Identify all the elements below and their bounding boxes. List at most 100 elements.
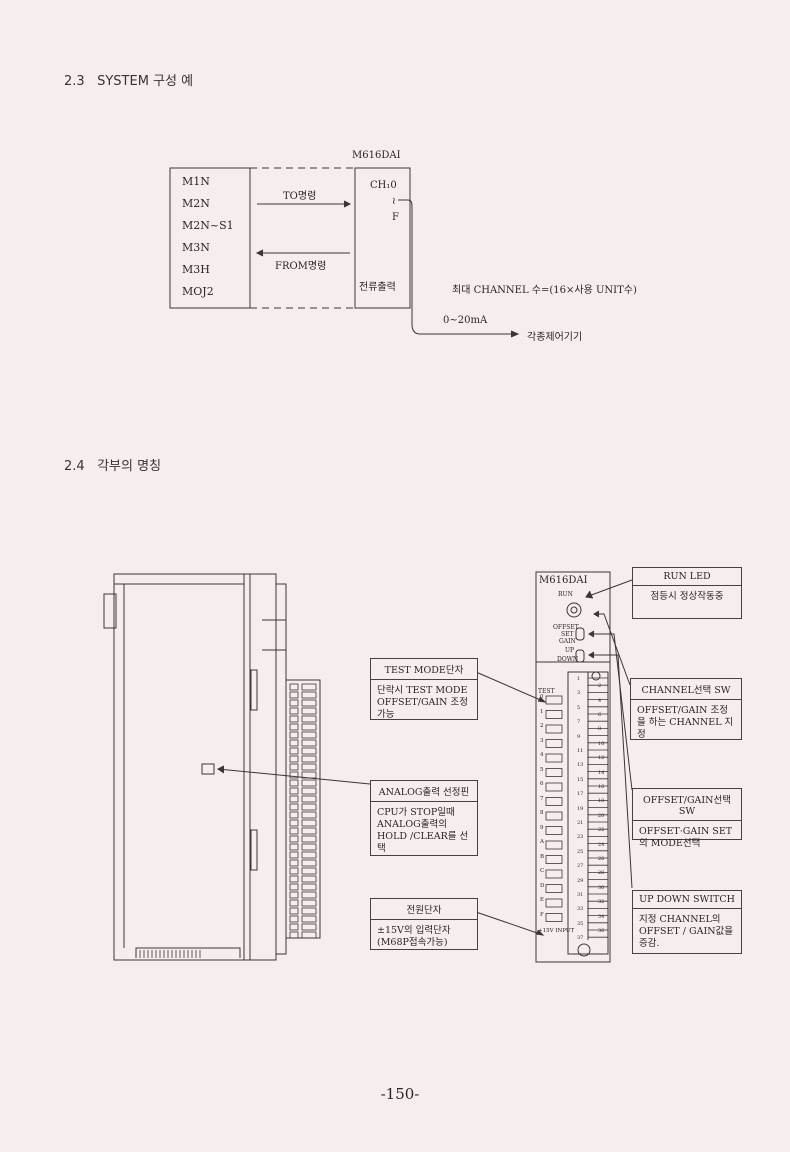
terminal-number: 28 [598,870,605,877]
channel-switch [545,840,563,850]
terminal-slot [301,779,317,787]
terminal-slot [301,819,317,827]
terminal-slot [301,883,317,891]
terminal-screw [289,907,299,915]
terminal-screw [289,787,299,795]
terminal-number: 11 [577,748,584,754]
channel-number: 2 [540,723,544,729]
terminal-slot [301,731,317,739]
page-number: -150- [380,1085,420,1103]
terminal-slot [301,811,317,819]
channel-number: 1 [540,708,544,715]
callout-title: ANALOG출력 선정핀 [371,781,477,802]
callout-body: OFFSET/GAIN 조정을 하는 CHANNEL 지정 [637,705,734,740]
terminal-number: 13 [577,762,584,769]
section-title: 각부의 명칭 [97,459,162,474]
terminal-number: 35 [577,920,584,927]
terminal-screw [289,835,299,843]
terminal-slot [301,915,317,923]
run-text: RUN [558,591,573,598]
channel-number: 6 [540,781,544,787]
callout-body: OFFSET·GAIN SET의 MODE선택 [639,826,733,849]
channel-number: 7 [540,795,544,802]
terminal-screw [289,803,299,811]
cpu-list: M1N M2N M2N~S1 M3N M3H MOJ2 [182,171,234,303]
side-body [113,573,245,961]
terminal-number: 1 [577,676,581,682]
callout-title: UP DOWN SWITCH [633,891,741,909]
channel-switch [545,797,563,806]
terminal-slot [301,715,317,723]
section-heading-2-4: 2.4 각부의 명칭 [64,455,161,474]
terminal-number: 36 [598,928,605,934]
to-command-label: TO명령 [283,191,317,202]
terminal-screw [289,747,299,755]
run-led-ring [566,602,582,618]
terminal-number: 19 [577,805,584,812]
channel-switch [545,869,563,879]
terminal-slot [301,683,317,691]
terminal-screw [289,763,299,771]
callout-test-mode: TEST MODE단자 단락시 TEST MODE OFFSET/GAIN 조정… [370,658,478,720]
terminal-slot [301,755,317,763]
callout-title: TEST MODE단자 [371,659,477,680]
channel-switch [545,695,563,705]
terminal-screw [289,691,299,699]
terminal-number: 2 [598,683,602,690]
terminal-screw [289,883,299,891]
terminal-number: 31 [577,892,584,898]
terminal-screw [289,923,299,931]
terminal-number: 26 [598,856,605,862]
channel-switch [545,753,563,763]
terminal-slot [301,867,317,875]
section-heading-2-3: 2.3 SYSTEM 구성 예 [64,70,193,89]
module-name: M616DAI [352,150,401,161]
terminal-screw [289,875,299,883]
channel-switch [545,710,563,719]
channel-switch [545,884,563,893]
channel-number: 3 [540,737,544,744]
callout-title: 전원단자 [371,899,477,920]
terminal-slot [301,899,317,907]
terminal-slot [301,803,317,811]
channel-number: D [540,882,545,889]
terminal-screw [289,859,299,867]
cpu-item: M3H [182,263,210,276]
channel-number: 4 [540,752,544,758]
callout-body: CPU가 STOP일때 ANALOG출력의 HOLD /CLEAR를 선택 [377,807,469,854]
callout-offset-gain-switch: OFFSET/GAIN선택SW OFFSET·GAIN SET의 MODE선택 [632,788,742,849]
channel-switch [545,826,563,835]
terminal-slot [301,723,317,731]
callout-run-led: RUN LED 점등시 정상작동중 [632,567,742,619]
terminal-slot [301,891,317,899]
terminal-number: 33 [577,906,584,913]
terminal-number: 14 [598,769,605,776]
callout-power-terminal: 전원단자 ±15V의 입력단자 (M68P접속가능) [370,898,478,950]
cpu-item: MOJ2 [182,285,214,298]
cpu-item: M1N [182,175,210,188]
terminal-number: 37 [577,935,584,942]
terminal-slot [301,699,317,707]
terminal-slot [301,739,317,747]
offset-text: OFFSET [553,624,579,631]
terminal-screw [289,699,299,707]
terminal-number: 30 [598,884,605,891]
terminal-screw [289,715,299,723]
front-panel [535,571,611,963]
current-range-label: 0~20mA [443,315,488,326]
terminal-slot [301,771,317,779]
channel-tilde: ≀ [392,196,396,207]
terminal-screw [289,731,299,739]
terminal-screw [289,779,299,787]
terminal-slot [301,907,317,915]
cpu-item: M3N [182,241,210,254]
terminal-slot [301,923,317,931]
callout-analog-output-pin: ANALOG출력 선정핀 CPU가 STOP일때 ANALOG출력의 HOLD … [370,780,478,856]
module-box [354,167,411,309]
terminal-number: 15 [577,776,584,783]
channel-switch [545,768,563,777]
terminal-slot [301,859,317,867]
channel-number: 0 [540,694,544,700]
terminal-screw [289,915,299,923]
terminal-slot [301,843,317,851]
